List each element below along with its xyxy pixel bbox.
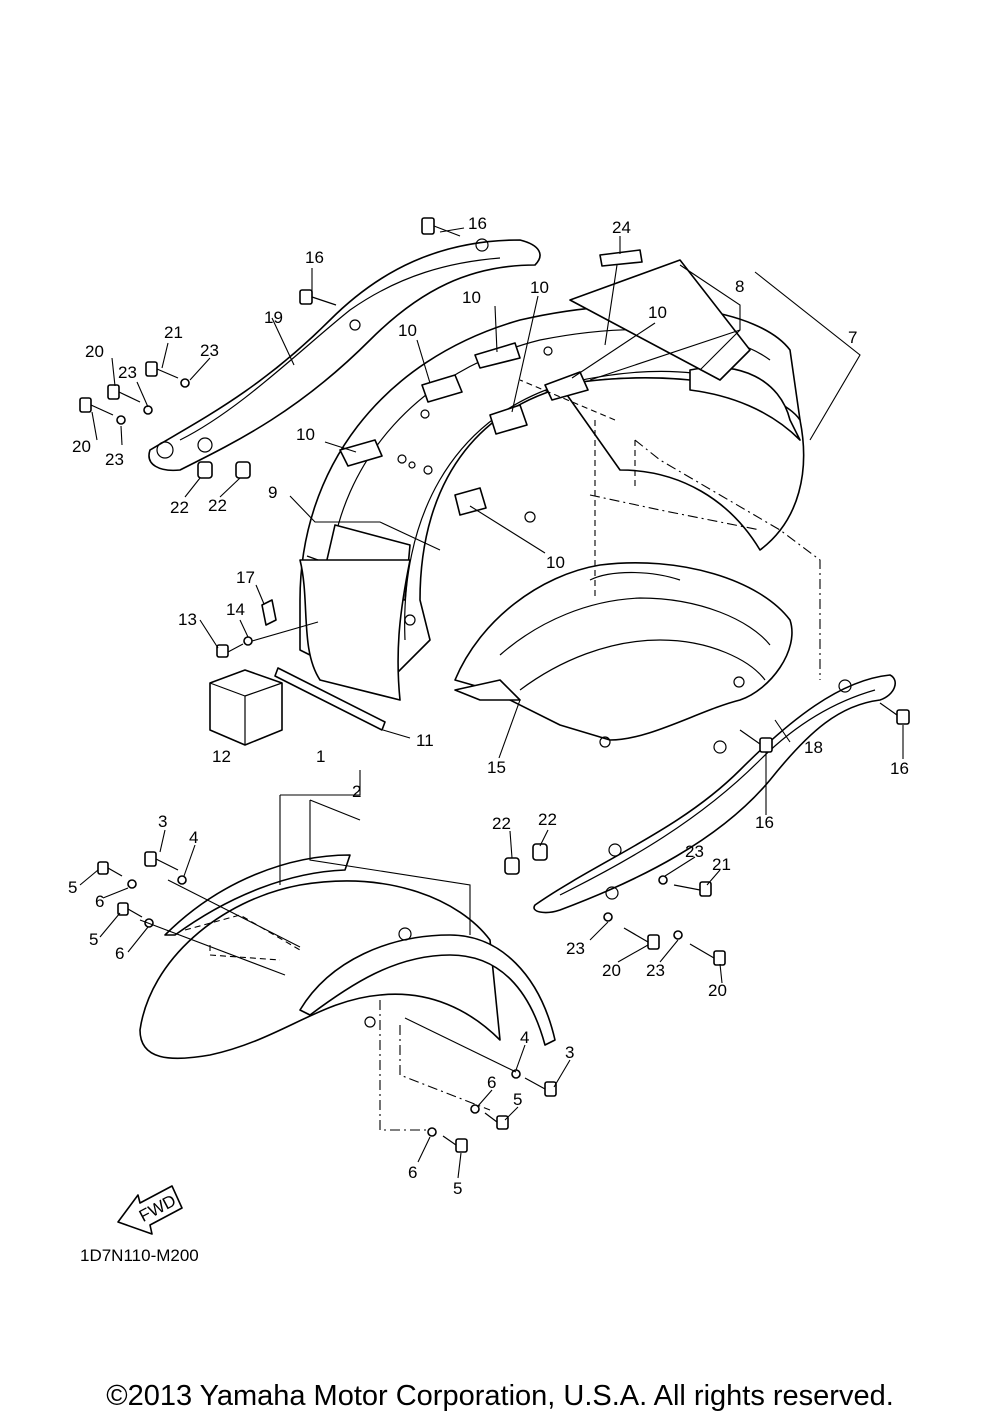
bolt-21-right [673,881,712,897]
callout-21: 21 [164,323,183,342]
callout-10: 10 [546,553,565,572]
plate-bracket [261,599,277,626]
callout-22: 22 [170,498,189,517]
bolt-20-right-b [689,943,726,966]
callout-20: 20 [602,961,621,980]
bolt-20-right-a [623,927,660,950]
callout-15: 15 [487,758,506,777]
copyright-notice: ©2013 Yamaha Motor Corporation, U.S.A. A… [106,1380,894,1412]
reflector-12 [209,669,283,746]
callout-3: 3 [158,812,167,831]
callout-10: 10 [398,321,417,340]
callout-11: 11 [416,731,434,750]
callout-13: 13 [178,610,197,629]
callout-10: 10 [462,288,481,307]
fwd-arrow-icon: FWD [117,1185,183,1235]
bolt-16-left [299,289,337,306]
callout-16: 16 [755,813,774,832]
callout-6: 6 [95,892,104,911]
callout-16: 16 [468,214,487,233]
callout-23: 23 [105,450,124,469]
callout-17: 17 [236,568,255,587]
callout-20: 20 [85,342,104,361]
rear-stay-right [533,674,896,914]
callout-6: 6 [408,1163,417,1182]
callout-8: 8 [735,277,744,296]
tag-24 [599,249,643,267]
callout-10: 10 [296,425,315,444]
callout-10: 10 [648,303,667,322]
callout-10: 10 [530,278,549,297]
callout-23: 23 [200,341,219,360]
rear-stay-left [148,238,541,472]
callout-4: 4 [189,828,198,847]
leader-lines [79,227,904,1179]
callout-24: 24 [612,218,631,237]
callout-23: 23 [566,939,585,958]
rear-fender [299,259,805,701]
callout-23: 23 [685,842,704,861]
bolt-21-left [145,361,179,379]
callout-14: 14 [226,600,245,619]
callout-6: 6 [115,944,124,963]
diagram-code: 1D7N110-M200 [80,1246,199,1265]
callout-3: 3 [565,1043,574,1062]
bolt-20-left-b [79,397,114,416]
callout-6: 6 [487,1073,496,1092]
callout-19: 19 [264,308,283,327]
bolt-20-left-a [107,384,141,403]
callout-1: 1 [316,747,325,766]
callout-7: 7 [848,328,857,347]
callout-4: 4 [520,1028,529,1047]
strip-11 [274,667,386,731]
bolt-16-top [421,217,461,237]
callout-18: 18 [804,738,823,757]
callout-labels: 24 16 16 8 10 10 10 10 10 10 7 19 21 20 … [68,214,909,1198]
callout-22: 22 [208,496,227,515]
callout-16: 16 [305,248,324,267]
callout-20: 20 [72,437,91,456]
callout-5: 5 [513,1090,522,1109]
bolt-16-right-a [879,702,910,725]
callout-16: 16 [890,759,909,778]
callout-5: 5 [68,878,77,897]
bolt-16-right-b [739,729,773,753]
callout-22: 22 [492,814,511,833]
callout-12: 12 [212,747,231,766]
callout-2: 2 [352,782,361,801]
callout-20: 20 [708,981,727,1000]
callout-23: 23 [646,961,665,980]
front-fender [139,854,556,1060]
callout-5: 5 [89,930,98,949]
callout-21: 21 [712,855,731,874]
callout-23: 23 [118,363,137,382]
callout-22: 22 [538,810,557,829]
inner-fender [454,562,793,748]
callout-5: 5 [453,1179,462,1198]
callout-9: 9 [268,483,277,502]
hardware [79,217,910,1153]
